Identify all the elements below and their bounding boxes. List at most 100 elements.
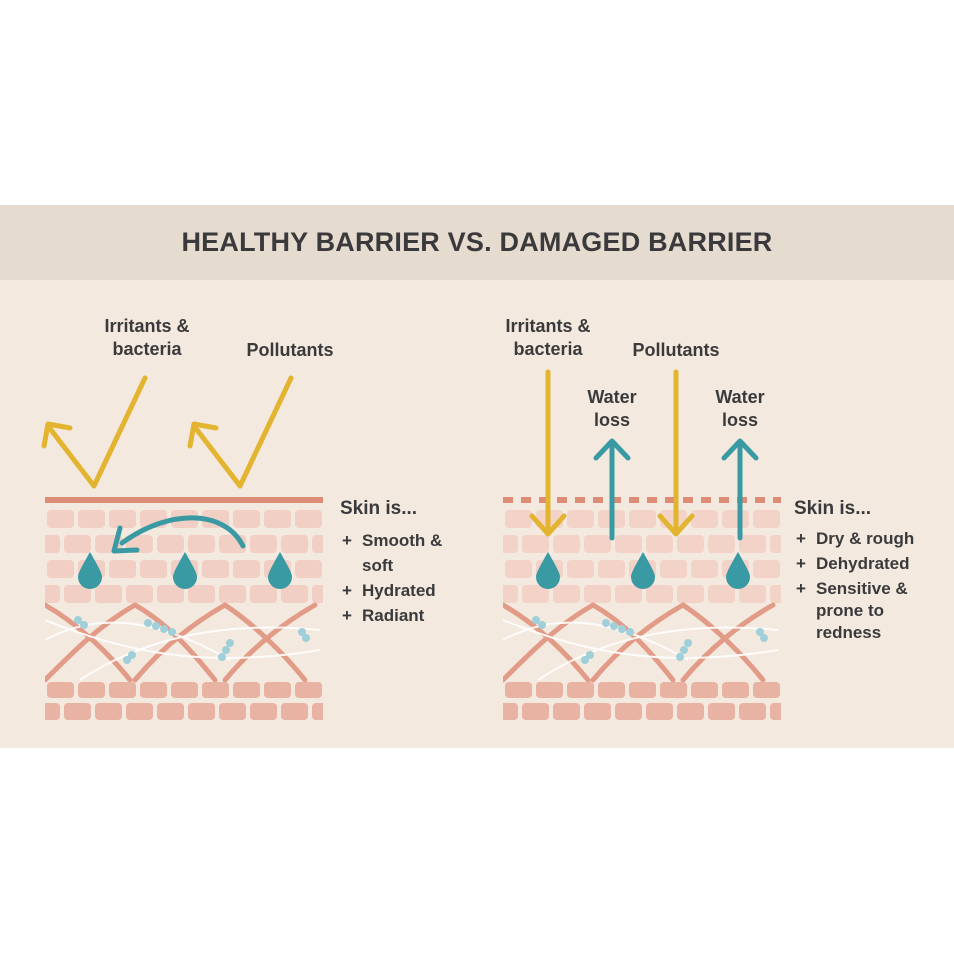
damaged-water-drops bbox=[536, 552, 750, 589]
damaged-skin-heading: Skin is... bbox=[794, 498, 872, 519]
skin-cell-brick bbox=[312, 535, 323, 553]
skin-cell-brick bbox=[264, 682, 291, 698]
skin-cell-brick bbox=[505, 682, 532, 698]
damaged-feature-item: Sensitive & prone to redness bbox=[796, 578, 946, 644]
skin-cell-brick bbox=[312, 703, 323, 720]
water-drop-icon bbox=[726, 552, 750, 589]
healthy-dermis-cells bbox=[74, 616, 310, 664]
skin-cell-brick bbox=[188, 585, 215, 603]
title-banner: HEALTHY BARRIER VS. DAMAGED BARRIER bbox=[0, 205, 954, 280]
damaged-dermis-cells bbox=[532, 616, 768, 664]
skin-cell-brick bbox=[598, 682, 625, 698]
skin-cell-brick bbox=[505, 560, 532, 578]
skin-cell-brick bbox=[109, 510, 136, 528]
skin-cell-brick bbox=[536, 682, 563, 698]
skin-cell-brick bbox=[47, 510, 74, 528]
damaged-feature-item: Dry & rough bbox=[796, 528, 946, 550]
skin-cell-brick bbox=[522, 703, 549, 720]
skin-cell-brick bbox=[505, 510, 532, 528]
healthy-feature-item: Smooth & soft bbox=[342, 528, 482, 578]
skin-cell-brick bbox=[78, 682, 105, 698]
skin-cell-brick bbox=[157, 585, 184, 603]
skin-cell-brick bbox=[722, 682, 749, 698]
skin-cell-brick bbox=[281, 535, 308, 553]
skin-cell-brick bbox=[264, 510, 291, 528]
skin-cell-brick bbox=[219, 585, 246, 603]
healthy-recirculate-arrow bbox=[111, 515, 246, 554]
skin-cell-brick bbox=[295, 682, 322, 698]
skin-cell-brick bbox=[312, 585, 323, 603]
skin-cell-brick bbox=[95, 703, 122, 720]
healthy-skin-illustration bbox=[45, 510, 323, 720]
skin-cell-brick bbox=[553, 703, 580, 720]
skin-cell-brick bbox=[677, 585, 704, 603]
skin-cell-brick bbox=[188, 703, 215, 720]
damaged-penetrate-arrows bbox=[529, 369, 695, 537]
skin-cell-brick bbox=[45, 703, 60, 720]
healthy-feature-item: Hydrated bbox=[342, 578, 482, 603]
skin-cell-brick bbox=[615, 703, 642, 720]
skin-cell-brick bbox=[140, 560, 167, 578]
skin-cell-brick bbox=[722, 510, 749, 528]
healthy-water-drops bbox=[78, 552, 292, 589]
skin-cell-brick bbox=[126, 585, 153, 603]
skin-cell-brick bbox=[219, 703, 246, 720]
skin-cell-brick bbox=[250, 585, 277, 603]
healthy-lower-bricks bbox=[45, 682, 323, 720]
page-title: HEALTHY BARRIER VS. DAMAGED BARRIER bbox=[181, 227, 773, 257]
skin-cell-brick bbox=[522, 535, 549, 553]
healthy-epidermis-bricks bbox=[45, 510, 323, 603]
skin-cell-brick bbox=[739, 535, 766, 553]
skin-cell-brick bbox=[109, 682, 136, 698]
water-drop-icon bbox=[173, 552, 197, 589]
healthy-irritants-label: Irritants & bacteria bbox=[104, 316, 190, 359]
skin-cell-brick bbox=[140, 682, 167, 698]
skin-cell-brick bbox=[109, 560, 136, 578]
skin-cell-brick bbox=[503, 703, 518, 720]
healthy-dermis-fibers bbox=[45, 619, 321, 681]
skin-cell-brick bbox=[202, 682, 229, 698]
skin-cell-brick bbox=[646, 585, 673, 603]
skin-cell-brick bbox=[753, 510, 780, 528]
damaged-dermis-fibers bbox=[503, 619, 779, 681]
skin-cell-brick bbox=[78, 510, 105, 528]
skin-cell-brick bbox=[567, 510, 594, 528]
healthy-deflect-arrows bbox=[41, 375, 294, 489]
skin-cell-brick bbox=[677, 535, 704, 553]
skin-cell-brick bbox=[691, 510, 718, 528]
skin-cell-brick bbox=[739, 703, 766, 720]
skin-cell-brick bbox=[45, 585, 60, 603]
skin-cell-brick bbox=[233, 510, 260, 528]
skin-cell-brick bbox=[188, 535, 215, 553]
skin-cell-brick bbox=[45, 535, 60, 553]
skin-cell-brick bbox=[584, 535, 611, 553]
skin-cell-brick bbox=[281, 703, 308, 720]
skin-cell-brick bbox=[47, 560, 74, 578]
skin-cell-brick bbox=[250, 703, 277, 720]
damaged-lower-bricks bbox=[503, 682, 781, 720]
healthy-feature-item: Radiant bbox=[342, 603, 482, 628]
skin-cell-brick bbox=[646, 703, 673, 720]
skin-cell-brick bbox=[47, 682, 74, 698]
skin-cell-brick bbox=[770, 703, 781, 720]
skin-cell-brick bbox=[250, 535, 277, 553]
water-drop-icon bbox=[536, 552, 560, 589]
skin-cell-brick bbox=[708, 703, 735, 720]
skin-cell-brick bbox=[584, 703, 611, 720]
damaged-pollutants-label: Pollutants bbox=[632, 340, 720, 360]
skin-cell-brick bbox=[522, 585, 549, 603]
skin-cell-brick bbox=[646, 535, 673, 553]
skin-cell-brick bbox=[567, 560, 594, 578]
damaged-feature-item: Dehydrated bbox=[796, 553, 946, 575]
water-loss-label: Water loss bbox=[587, 387, 637, 430]
skin-cell-brick bbox=[295, 560, 322, 578]
skin-cell-brick bbox=[503, 585, 518, 603]
damaged-feature-list: Dry & rough Dehydrated Sensitive & prone… bbox=[796, 528, 946, 647]
damaged-irritants-label: Irritants & bacteria bbox=[505, 316, 591, 359]
damaged-skin-illustration bbox=[503, 510, 781, 720]
skin-cell-brick bbox=[598, 560, 625, 578]
skin-cell-brick bbox=[64, 585, 91, 603]
skin-cell-brick bbox=[739, 585, 766, 603]
water-drop-icon bbox=[268, 552, 292, 589]
